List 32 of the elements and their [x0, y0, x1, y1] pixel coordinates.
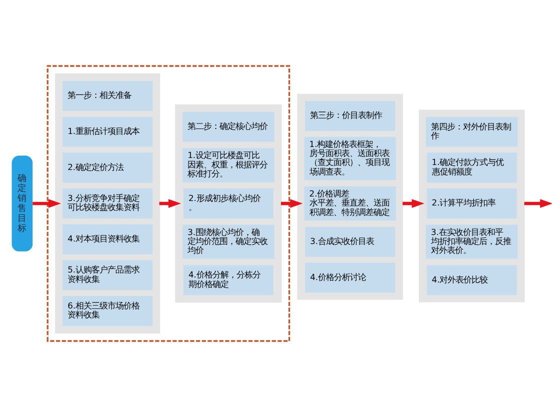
node-box: 2.形成初步核心均价。 [183, 188, 274, 218]
node-box: 4.价格分解，分栋分期价格确定 [183, 264, 274, 295]
node-box: 2.确定定价方法 [62, 152, 153, 182]
node-box: 1.确定付款方式与优惠促销额度 [426, 152, 517, 182]
node-box: 3.在实收价目表和平均折扣率确定后，反推对外表价。 [426, 224, 518, 258]
arrow [280, 198, 303, 208]
node-box: 3.围绕核心均价，确定均价范围，确定实收均价 [182, 224, 274, 258]
node-box: 第三步：价目表制作 [305, 100, 396, 130]
cluster [55, 73, 160, 333]
node-box: 3.合成实收价目表 [305, 226, 396, 256]
node-box: 3.分析竞争对手确定可比较楼盘收集资料 [62, 188, 153, 218]
arrow [402, 198, 424, 208]
node-box: 2.价格调差 水平差、垂直差、送面积调差、特别调差确定 [304, 186, 396, 220]
arrow [32, 198, 61, 208]
cluster [418, 109, 525, 302]
node-box: 4.对外表价比较 [426, 264, 517, 295]
node-box: 第二步：确定核心均价 [182, 111, 274, 142]
node-box: 6.相关三级市场价格资料收集 [62, 296, 153, 326]
node-box: 第四步：对外价目表制作 [426, 116, 518, 146]
node-box: 1.构建价格表框架，房号面积表、送面积表（查丈面积）、项目现场调查表。 [304, 136, 396, 180]
cluster [297, 93, 404, 300]
arrow [524, 198, 552, 208]
cluster [175, 104, 282, 302]
node-box: 第一步：相关准备 [62, 80, 153, 110]
node-box: 5.认购客户产品需求资料收集 [62, 260, 153, 290]
node-box: 1.重新估计项目成本 [62, 116, 153, 146]
node-box: 4.对本项目资料收集 [62, 224, 153, 254]
node-box: 确定销售目标 [12, 155, 33, 251]
arrow [159, 198, 181, 208]
node-box: 2.计算平均折扣率 [426, 188, 517, 218]
node-box: 1.设定可比楼盘可比因素、权重，根据评分标准打分。 [182, 148, 274, 182]
node-box: 4.价格分析讨论 [305, 262, 396, 292]
